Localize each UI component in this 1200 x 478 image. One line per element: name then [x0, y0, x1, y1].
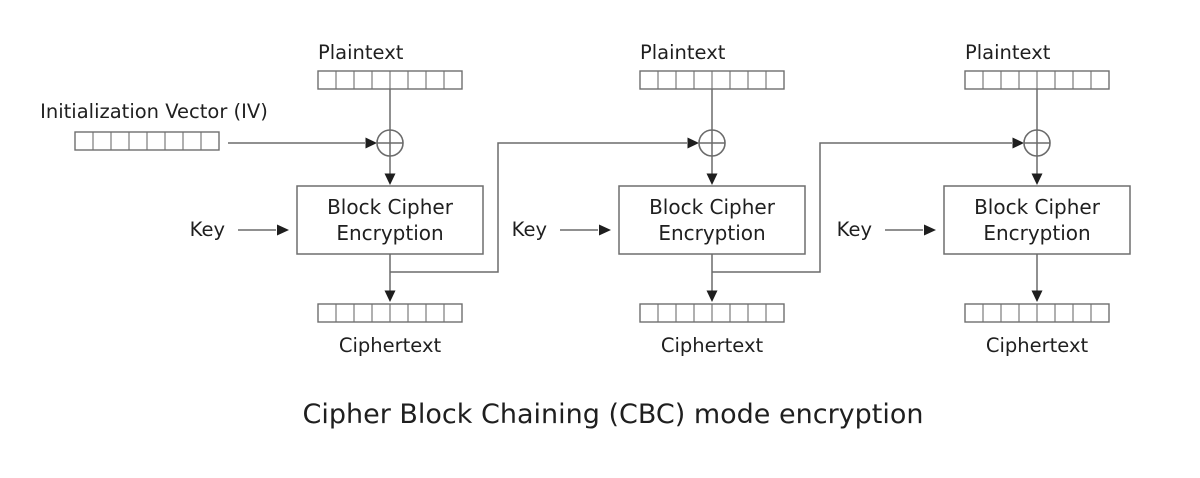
- arrowhead-icon: [384, 290, 396, 302]
- xor-icon: [1023, 129, 1051, 157]
- block-1-group: [238, 70, 699, 323]
- iv-bit-block: [74, 131, 220, 151]
- block-cipher-label-line1: Block Cipher: [649, 195, 775, 219]
- block-cipher-label-2: Block Cipher Encryption: [619, 186, 805, 254]
- block-cipher-label-line2: Encryption: [983, 221, 1091, 245]
- key-label-3: Key: [836, 218, 872, 241]
- ciphertext-label-1: Ciphertext: [338, 334, 442, 357]
- key-label-2: Key: [511, 218, 547, 241]
- xor-icon: [698, 129, 726, 157]
- ciphertext-label-2: Ciphertext: [660, 334, 764, 357]
- ciphertext-label-3: Ciphertext: [985, 334, 1089, 357]
- plaintext-bit-block: [317, 70, 463, 90]
- ciphertext-bit-block: [317, 303, 463, 323]
- block-cipher-label-line1: Block Cipher: [327, 195, 453, 219]
- key-label-1: Key: [189, 218, 225, 241]
- chain-feedback-line: [390, 142, 687, 273]
- arrowhead-icon: [1031, 173, 1043, 185]
- ciphertext-bit-block: [964, 303, 1110, 323]
- block-cipher-label-3: Block Cipher Encryption: [944, 186, 1130, 254]
- plaintext-label-2: Plaintext: [640, 41, 726, 64]
- arrowhead-icon: [365, 137, 377, 149]
- arrowhead-icon: [1012, 137, 1024, 149]
- block-cipher-box: [943, 185, 1131, 255]
- arrowhead-icon: [384, 173, 396, 185]
- block-cipher-label-line2: Encryption: [336, 221, 444, 245]
- iv-label: Initialization Vector (IV): [40, 100, 268, 123]
- iv-group: [74, 131, 377, 151]
- plaintext-bit-block: [639, 70, 785, 90]
- arrowhead-icon: [706, 173, 718, 185]
- block-cipher-label-1: Block Cipher Encryption: [297, 186, 483, 254]
- block-3-group: [885, 70, 1131, 323]
- block-2-group: [560, 70, 1024, 323]
- plaintext-label-3: Plaintext: [965, 41, 1051, 64]
- block-cipher-box: [618, 185, 806, 255]
- arrowhead-icon: [1031, 290, 1043, 302]
- arrowhead-icon: [277, 224, 289, 236]
- plaintext-bit-block: [964, 70, 1110, 90]
- ciphertext-bit-block: [639, 303, 785, 323]
- arrowhead-icon: [706, 290, 718, 302]
- arrowhead-icon: [924, 224, 936, 236]
- xor-icon: [376, 129, 404, 157]
- chain-feedback-line: [712, 142, 1012, 273]
- plaintext-label-1: Plaintext: [318, 41, 404, 64]
- diagram-caption: Cipher Block Chaining (CBC) mode encrypt…: [302, 399, 924, 430]
- arrowhead-icon: [687, 137, 699, 149]
- arrowhead-icon: [599, 224, 611, 236]
- block-cipher-label-line2: Encryption: [658, 221, 766, 245]
- block-cipher-label-line1: Block Cipher: [974, 195, 1100, 219]
